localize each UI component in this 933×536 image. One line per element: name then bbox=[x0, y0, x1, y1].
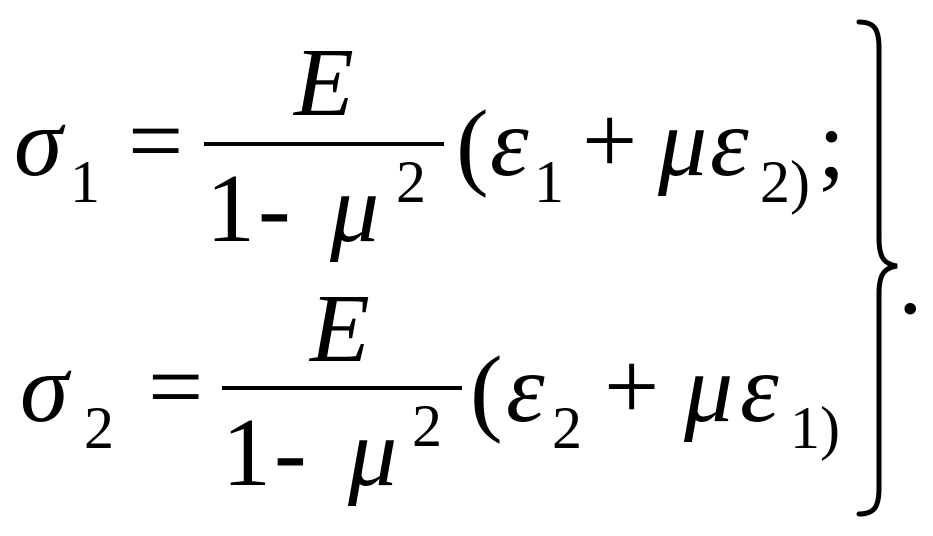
open-paren: ( bbox=[470, 337, 503, 445]
lhs-subscript: 1 bbox=[70, 149, 100, 215]
semicolon: ; bbox=[818, 91, 846, 199]
denominator-minus: - bbox=[274, 399, 307, 507]
lhs-sigma: σ bbox=[20, 335, 69, 443]
term2-subscript: 2) bbox=[760, 149, 810, 215]
term1-epsilon: ε bbox=[506, 335, 545, 443]
numerator: E bbox=[294, 29, 354, 137]
plus-sign: + bbox=[604, 333, 660, 441]
equation-1: σ 1 = E 1 - μ 2 ( ε 1 + μ ε 2) ; bbox=[0, 12, 860, 262]
denominator-exponent: 2 bbox=[396, 149, 426, 215]
denominator-one: 1 bbox=[222, 399, 271, 507]
fraction-bar bbox=[222, 386, 462, 390]
term1-subscript: 2 bbox=[552, 395, 582, 461]
term2-epsilon: ε bbox=[710, 89, 749, 197]
term1-epsilon: ε bbox=[490, 89, 529, 197]
open-paren: ( bbox=[456, 91, 489, 199]
term2-epsilon: ε bbox=[740, 335, 779, 443]
numerator: E bbox=[310, 275, 370, 383]
equation-2: σ 2 = E 1 - μ 2 ( ε 2 + μ ε 1) bbox=[0, 258, 860, 508]
right-brace bbox=[856, 19, 898, 517]
term1-subscript: 1 bbox=[534, 149, 564, 215]
denominator-mu: μ bbox=[348, 399, 398, 507]
denominator-exponent: 2 bbox=[412, 393, 442, 459]
term2-mu: μ bbox=[684, 335, 734, 443]
fraction-bar bbox=[204, 142, 444, 146]
denominator-mu: μ bbox=[330, 155, 380, 263]
lhs-sigma: σ bbox=[14, 89, 63, 197]
term2-mu: μ bbox=[658, 89, 708, 197]
equals-sign: = bbox=[148, 333, 204, 441]
denominator-minus: - bbox=[258, 155, 291, 263]
lhs-subscript: 2 bbox=[84, 395, 114, 461]
plus-sign: + bbox=[582, 87, 638, 195]
equals-sign: = bbox=[128, 87, 184, 195]
term2-subscript: 1) bbox=[790, 395, 840, 461]
denominator-one: 1 bbox=[206, 155, 255, 263]
closing-period: . bbox=[898, 227, 923, 335]
